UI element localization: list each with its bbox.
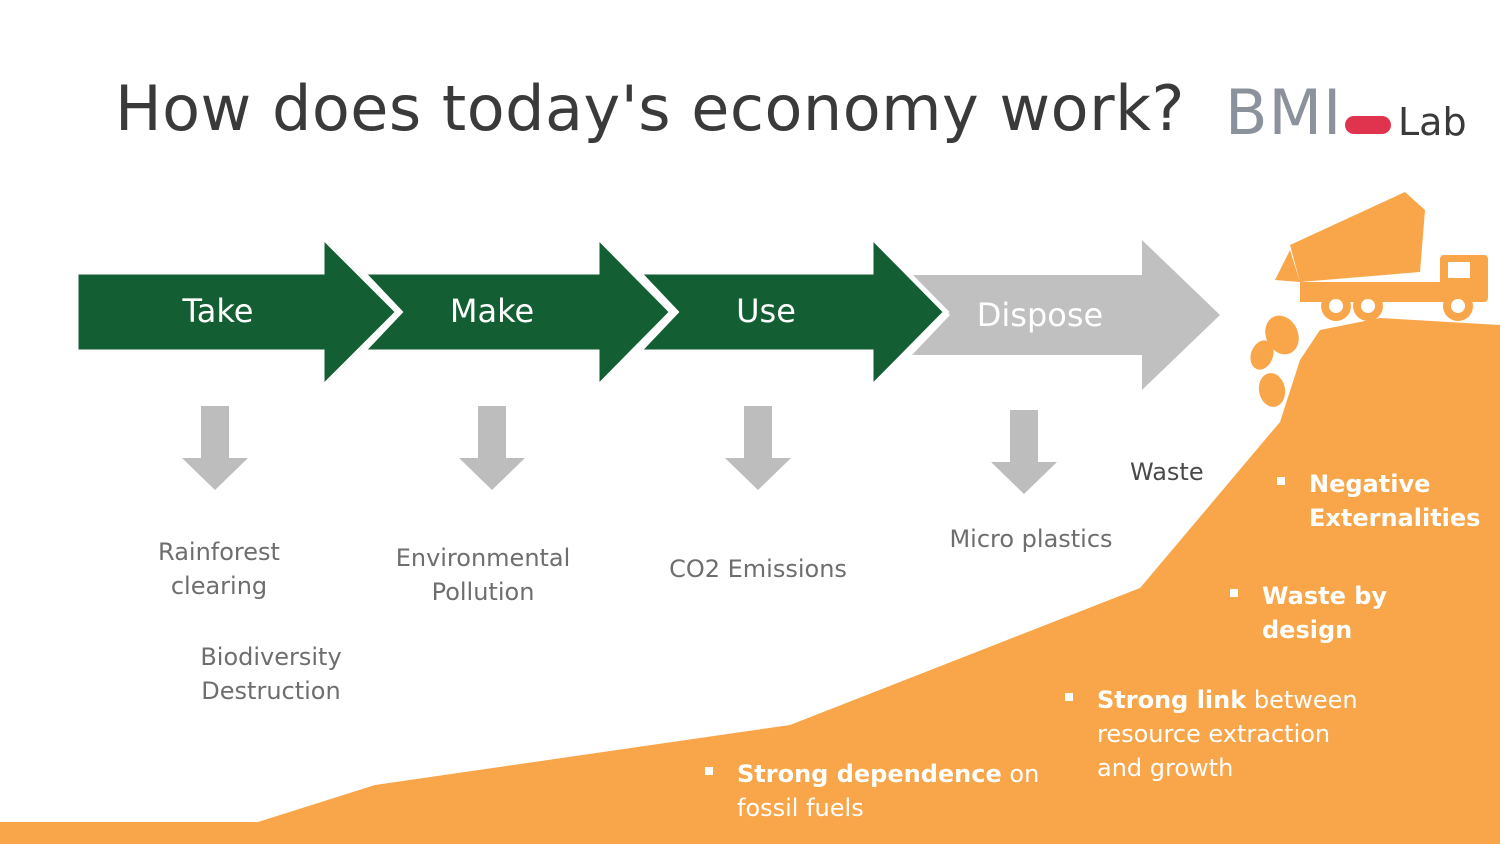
bullet-marker (1230, 589, 1238, 597)
bullet-waste-by-design: Waste by design (1262, 579, 1422, 647)
step-take-label: Take (183, 292, 254, 330)
dump-truck-icon (1275, 192, 1488, 321)
bullet-marker (705, 767, 713, 775)
down-arrow-use (725, 406, 791, 490)
effect-rainforest-clearing: Rainforest clearing (149, 535, 289, 603)
step-dispose-label: Dispose (977, 296, 1103, 334)
bullet-externalities-bold: Negative Externalities (1309, 470, 1480, 532)
bullet-marker (1065, 693, 1073, 701)
bullet-link-bold: Strong link (1097, 686, 1246, 714)
bullet-fossil-bold: Strong dependence (737, 760, 1002, 788)
bullet-negative-externalities: Negative Externalities (1309, 467, 1489, 535)
effect-environmental-pollution: Environmental Pollution (393, 541, 573, 609)
down-arrow-make (459, 406, 525, 490)
effect-biodiversity-destruction: Biodiversity Destruction (196, 640, 346, 708)
effect-micro-plastics: Micro plastics (949, 522, 1112, 556)
effect-co2-emissions: CO2 Emissions (669, 552, 847, 586)
bullet-resource-link: Strong link between resource extraction … (1097, 683, 1367, 785)
down-arrow-take (182, 406, 248, 490)
waste-label: Waste (1130, 458, 1204, 486)
step-use-label: Use (736, 292, 796, 330)
bullet-waste-bold: Waste by design (1262, 582, 1387, 644)
step-make-label: Make (450, 292, 534, 330)
down-arrows (182, 406, 1057, 494)
bullet-marker (1277, 477, 1285, 485)
down-arrow-dispose (991, 410, 1057, 494)
bullet-fossil-fuels: Strong dependence on fossil fuels (737, 757, 1047, 825)
